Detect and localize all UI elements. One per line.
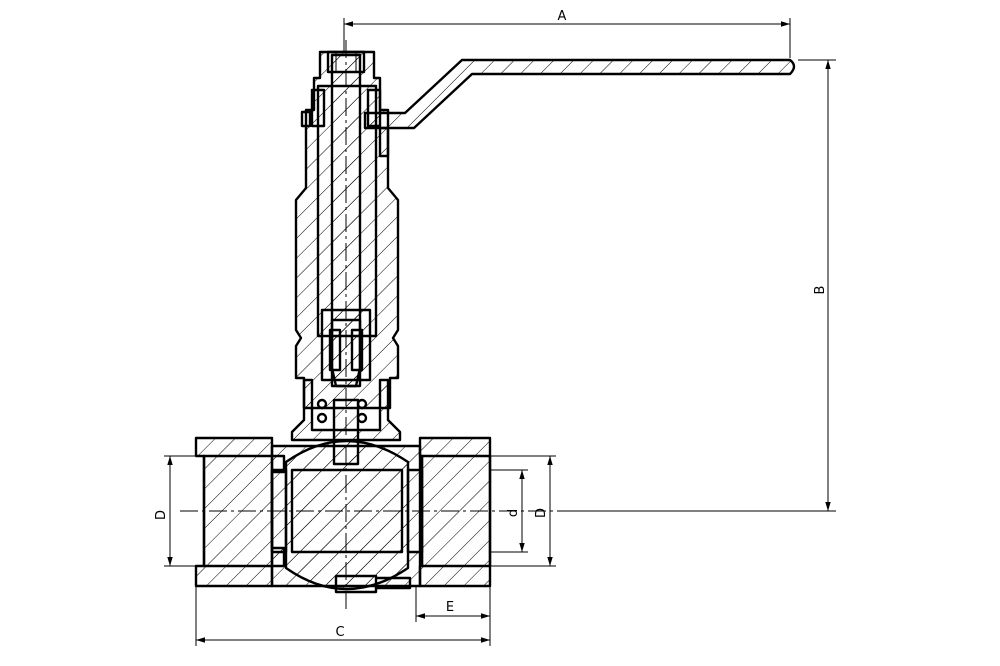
- body-right-end: [418, 436, 492, 588]
- handle-lever: [363, 58, 796, 130]
- dimension-label-D-left: D: [154, 510, 169, 520]
- dimension-label-C: C: [335, 625, 344, 640]
- dimension-label-B: B: [813, 286, 828, 295]
- dimension-label-d: d: [506, 509, 521, 517]
- drain-plug: [334, 574, 378, 594]
- dimension-label-D-right: D: [534, 508, 549, 518]
- valve-ball: [284, 439, 410, 591]
- dimension-label-A: A: [558, 9, 567, 24]
- retaining-nut: [310, 88, 326, 128]
- o-ring: [316, 398, 328, 410]
- dimension-label-E: E: [446, 600, 454, 615]
- valve-neck: [290, 378, 402, 442]
